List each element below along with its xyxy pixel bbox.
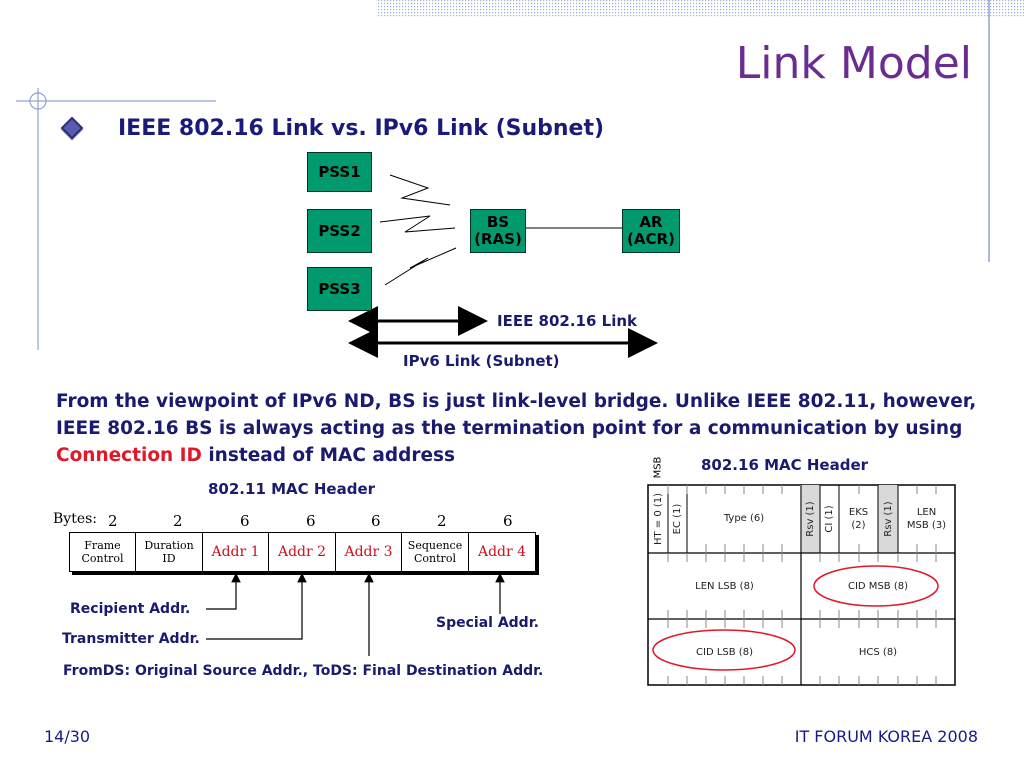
bs-label: BS — [486, 213, 510, 231]
mac80216-caption: 802.16 MAC Header — [701, 456, 869, 474]
rsv1-field: Rsv (1) — [804, 501, 816, 537]
recipient-addr-note: Recipient Addr. — [70, 601, 191, 617]
byte-count: 6 — [503, 512, 513, 530]
ec-field: EC (1) — [671, 503, 683, 535]
cid-lsb-highlight — [652, 629, 796, 671]
footer-text: IT FORUM KOREA 2008 — [794, 727, 978, 746]
cid-lsb-field: CID LSB (8) — [696, 646, 753, 658]
ar-sublabel: (ACR) — [627, 230, 675, 248]
link-label: IEEE 802.16 Link — [497, 312, 638, 330]
subnet-label: IPv6 Link (Subnet) — [403, 352, 560, 370]
hcs-field: HCS (8) — [858, 646, 898, 658]
ci-field: CI (1) — [823, 505, 835, 533]
mac80211-caption: 802.11 MAC Header — [208, 480, 376, 498]
byte-count: 2 — [108, 512, 118, 530]
addr4-field: Addr 4 — [469, 533, 536, 571]
ar-box: AR (ACR) — [622, 209, 680, 253]
pss3-label: PSS3 — [318, 279, 361, 298]
pss3-box: PSS3 — [307, 267, 372, 311]
addr2-field: Addr 2 — [269, 533, 336, 571]
page-number: 14/30 — [44, 727, 91, 746]
fromds-tods-note: FromDS: Original Source Addr., ToDS: Fin… — [63, 663, 544, 679]
mac80211-arrows — [206, 572, 505, 656]
ar-label: AR — [639, 213, 663, 231]
len-lsb-field: LEN LSB (8) — [695, 580, 754, 592]
cid-msb-highlight — [813, 565, 939, 607]
paragraph-text: From the viewpoint of IPv6 ND, BS is jus… — [56, 391, 977, 439]
bs-sublabel: (RAS) — [474, 230, 522, 248]
ht-field: HT = 0 (1) — [652, 492, 664, 546]
page-title: Link Model — [735, 38, 972, 89]
cid-msb-field: CID MSB (8) — [848, 580, 908, 592]
addr3-field: Addr 3 — [336, 533, 402, 571]
mac80216-grid — [647, 484, 956, 686]
byte-count: 6 — [306, 512, 316, 530]
bs-box: BS (RAS) — [470, 209, 526, 253]
eks-field: EKS(2) — [848, 507, 869, 531]
rsv2-field: Rsv (1) — [882, 501, 894, 537]
paragraph-tail: instead of MAC address — [201, 445, 456, 466]
byte-count: 2 — [173, 512, 183, 530]
network-links — [348, 174, 658, 358]
bullet-heading: IEEE 802.16 Link vs. IPv6 Link (Subnet) — [118, 116, 605, 141]
special-addr-note: Special Addr. — [436, 615, 539, 631]
byte-count: 2 — [437, 512, 447, 530]
addr1-field: Addr 1 — [203, 533, 269, 571]
bytes-label: Bytes: — [53, 511, 98, 527]
type-field: Type (6) — [723, 512, 765, 524]
explanation-paragraph: From the viewpoint of IPv6 ND, BS is jus… — [56, 388, 1006, 469]
pss1-label: PSS1 — [318, 162, 361, 181]
byte-count: 6 — [240, 512, 250, 530]
pss2-box: PSS2 — [307, 209, 372, 253]
transmitter-addr-note: Transmitter Addr. — [62, 631, 200, 647]
msb-label: MSB — [652, 456, 664, 479]
connection-id-highlight: Connection ID — [56, 445, 202, 466]
pss2-label: PSS2 — [318, 221, 361, 240]
pss1-box: PSS1 — [307, 152, 372, 192]
byte-count: 6 — [371, 512, 381, 530]
